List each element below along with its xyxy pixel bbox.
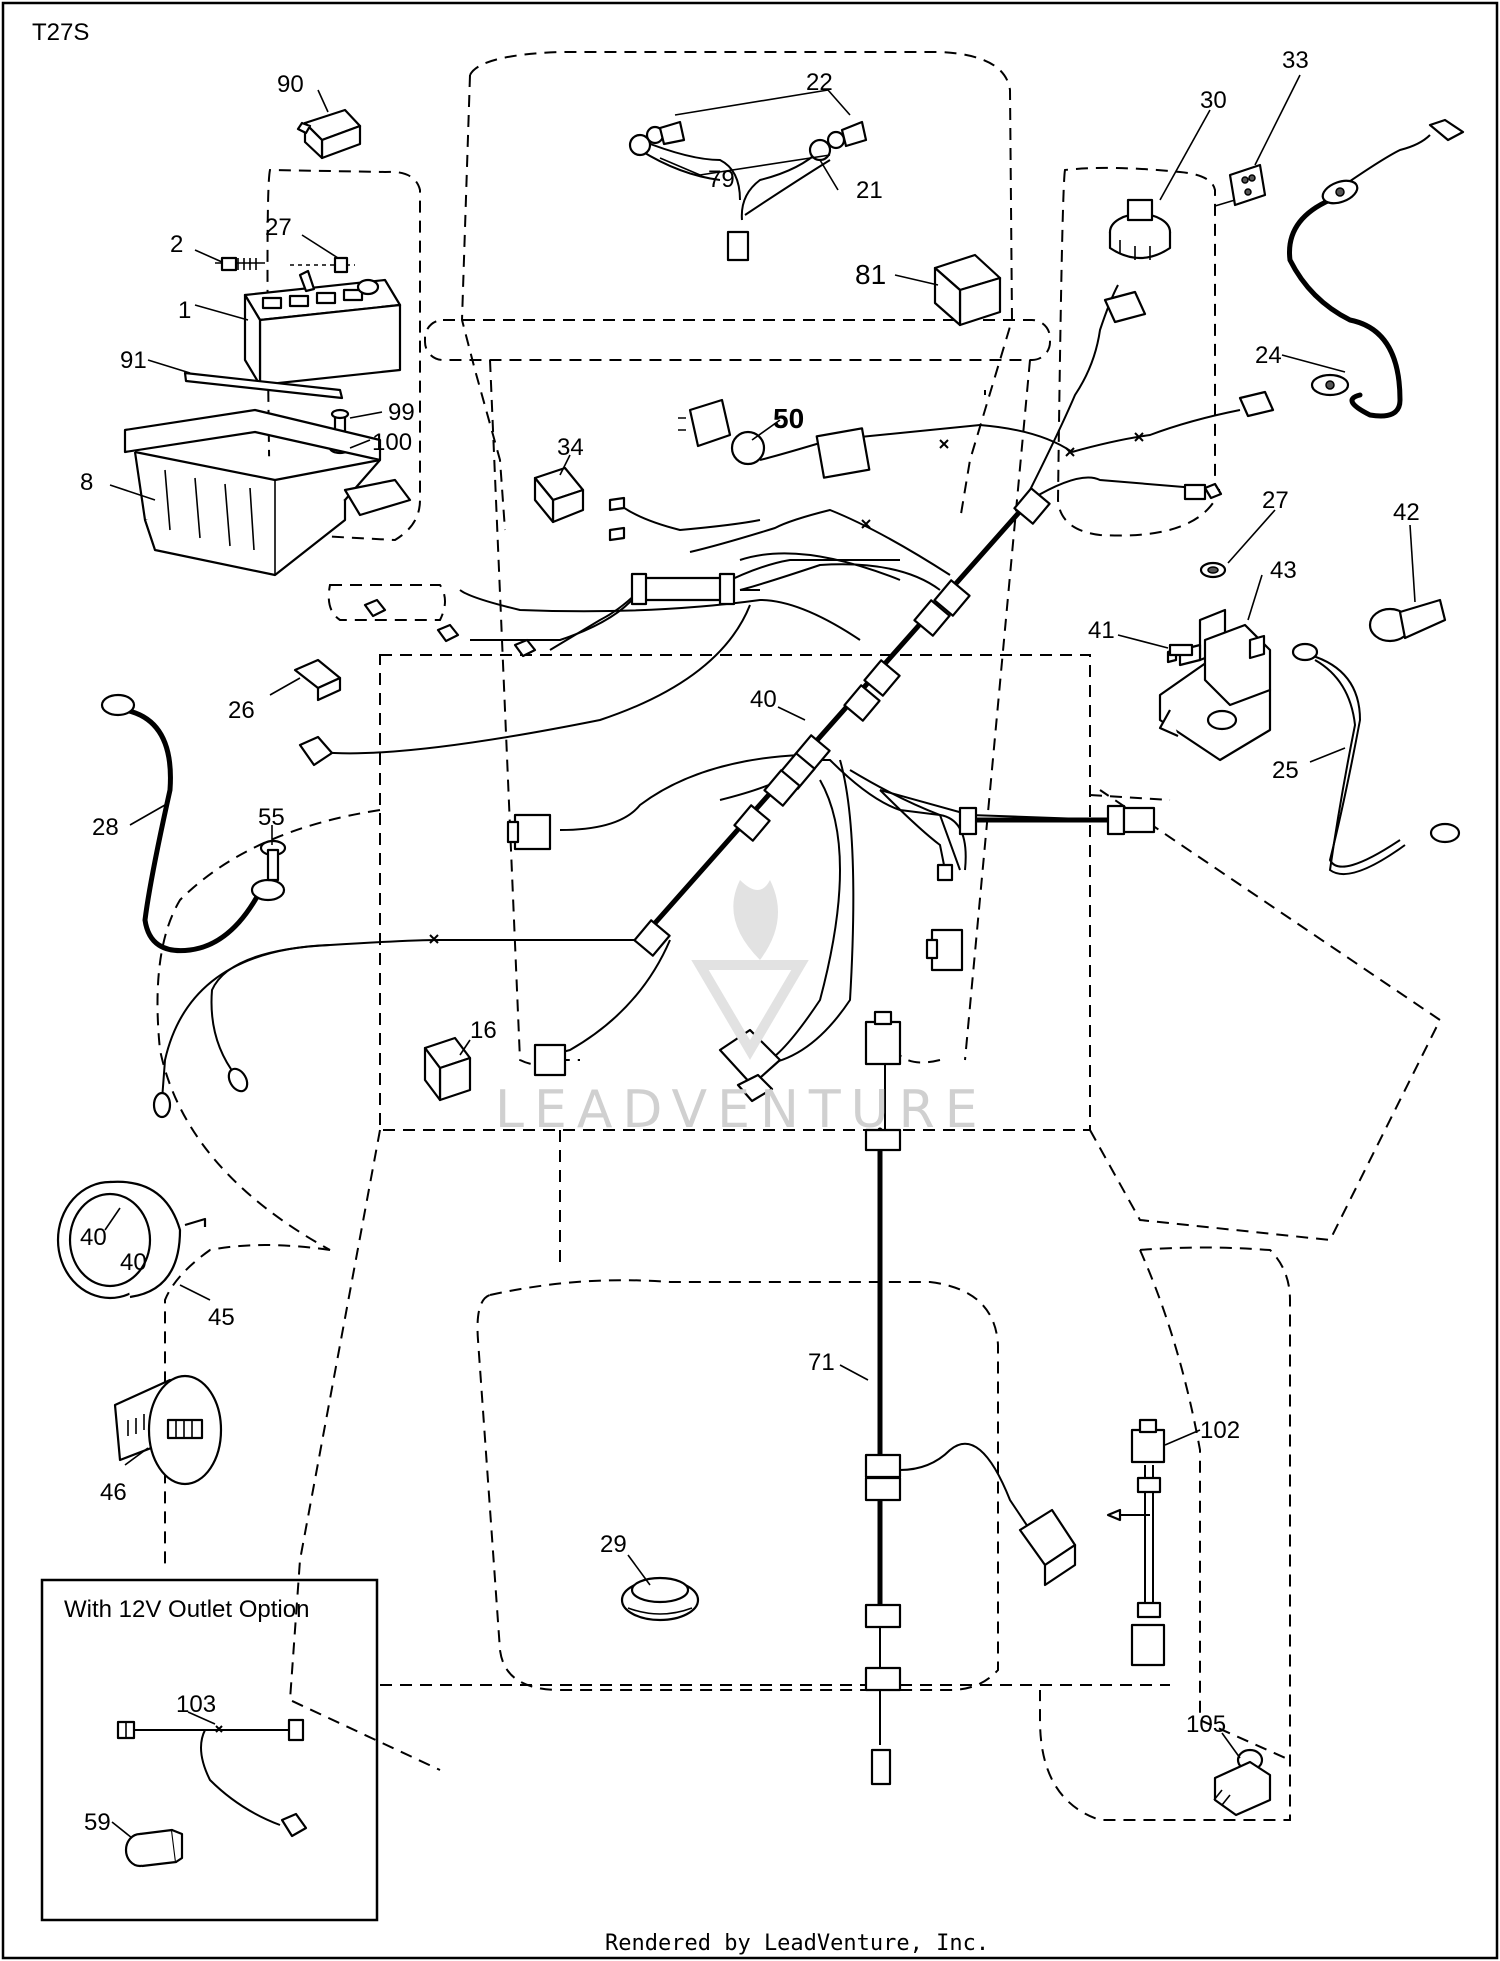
label-79: 79 bbox=[708, 166, 735, 193]
inset-title: With 12V Outlet Option bbox=[64, 1596, 309, 1623]
part-16-connector bbox=[423, 1036, 472, 1102]
label-26: 26 bbox=[228, 697, 255, 724]
part-29-grommet bbox=[620, 1576, 700, 1622]
diagram-id: T27S bbox=[32, 19, 89, 46]
label-55: 55 bbox=[258, 804, 285, 831]
label-41: 41 bbox=[1088, 617, 1115, 644]
watermark: LEADVENTURE bbox=[495, 880, 988, 1140]
watermark-text: LEADVENTURE bbox=[495, 1080, 988, 1140]
part-91-strap bbox=[183, 371, 344, 400]
label-1: 1 bbox=[178, 297, 191, 324]
label-29: 29 bbox=[600, 1531, 627, 1558]
leader-lines bbox=[109, 74, 1416, 1839]
label-2: 2 bbox=[170, 231, 183, 258]
label-8: 8 bbox=[80, 469, 93, 496]
main-harness bbox=[161, 284, 1275, 1103]
svg-text:40: 40 bbox=[80, 1224, 107, 1251]
label-33: 33 bbox=[1282, 47, 1309, 74]
part-26-fuse bbox=[293, 658, 342, 702]
label-71: 71 bbox=[808, 1349, 835, 1376]
label-59: 59 bbox=[84, 1809, 111, 1836]
part-ring-terminals bbox=[152, 1067, 249, 1119]
label-40: 40 bbox=[750, 686, 777, 713]
label-91: 91 bbox=[120, 347, 147, 374]
label-105: 105 bbox=[1186, 1711, 1226, 1738]
part-45-gauge: 40 40 bbox=[56, 1180, 207, 1300]
label-22: 22 bbox=[806, 69, 833, 96]
label-90: 90 bbox=[277, 71, 304, 98]
label-42: 42 bbox=[1393, 499, 1420, 526]
part-labels: 90 22 79 21 30 33 81 27 2 1 91 99 100 8 … bbox=[80, 47, 1420, 1836]
part-30-ignition bbox=[1108, 198, 1172, 260]
part-55-screw bbox=[259, 839, 287, 882]
svg-text:40: 40 bbox=[120, 1249, 147, 1276]
label-27a: 27 bbox=[265, 214, 292, 241]
part-25-cable bbox=[1291, 642, 1461, 876]
part-34-switch bbox=[533, 466, 585, 524]
part-33-key bbox=[1214, 163, 1267, 207]
label-30: 30 bbox=[1200, 87, 1227, 114]
part-8-tray bbox=[123, 408, 412, 577]
label-45: 45 bbox=[208, 1304, 235, 1331]
part-81-relay bbox=[933, 253, 1002, 327]
label-16: 16 bbox=[470, 1017, 497, 1044]
label-102: 102 bbox=[1200, 1417, 1240, 1444]
footer-credit: Rendered by LeadVenture, Inc. bbox=[605, 1931, 989, 1956]
label-34: 34 bbox=[557, 434, 584, 461]
part-41-bolt bbox=[1168, 643, 1194, 657]
label-100: 100 bbox=[372, 429, 412, 456]
label-21: 21 bbox=[856, 177, 883, 204]
label-50: 50 bbox=[773, 403, 804, 434]
label-99: 99 bbox=[388, 399, 415, 426]
part-42-boot bbox=[1368, 598, 1447, 643]
part-71-harness bbox=[864, 1010, 1077, 1786]
label-46: 46 bbox=[100, 1479, 127, 1506]
part-46-hourmeter bbox=[113, 1374, 223, 1486]
label-103: 103 bbox=[176, 1691, 216, 1718]
label-43: 43 bbox=[1270, 557, 1297, 584]
chassis-outline bbox=[156, 51, 1442, 1821]
part-1-battery bbox=[215, 256, 402, 387]
label-81: 81 bbox=[855, 259, 886, 290]
part-24-cable bbox=[1287, 118, 1465, 419]
part-43-solenoid bbox=[1158, 561, 1272, 762]
terminal-group bbox=[608, 496, 626, 542]
part-90 bbox=[296, 108, 362, 160]
label-24: 24 bbox=[1255, 342, 1282, 369]
part-102-harness bbox=[1106, 1418, 1166, 1667]
part-28-cable bbox=[100, 693, 286, 954]
label-27b: 27 bbox=[1262, 487, 1289, 514]
part-105-connector bbox=[1213, 1748, 1272, 1817]
part-22-headlights bbox=[628, 120, 868, 262]
label-28: 28 bbox=[92, 814, 119, 841]
part-50-switch bbox=[678, 398, 766, 466]
inset-12v-outlet: With 12V Outlet Option bbox=[40, 1578, 379, 1922]
label-25: 25 bbox=[1272, 757, 1299, 784]
